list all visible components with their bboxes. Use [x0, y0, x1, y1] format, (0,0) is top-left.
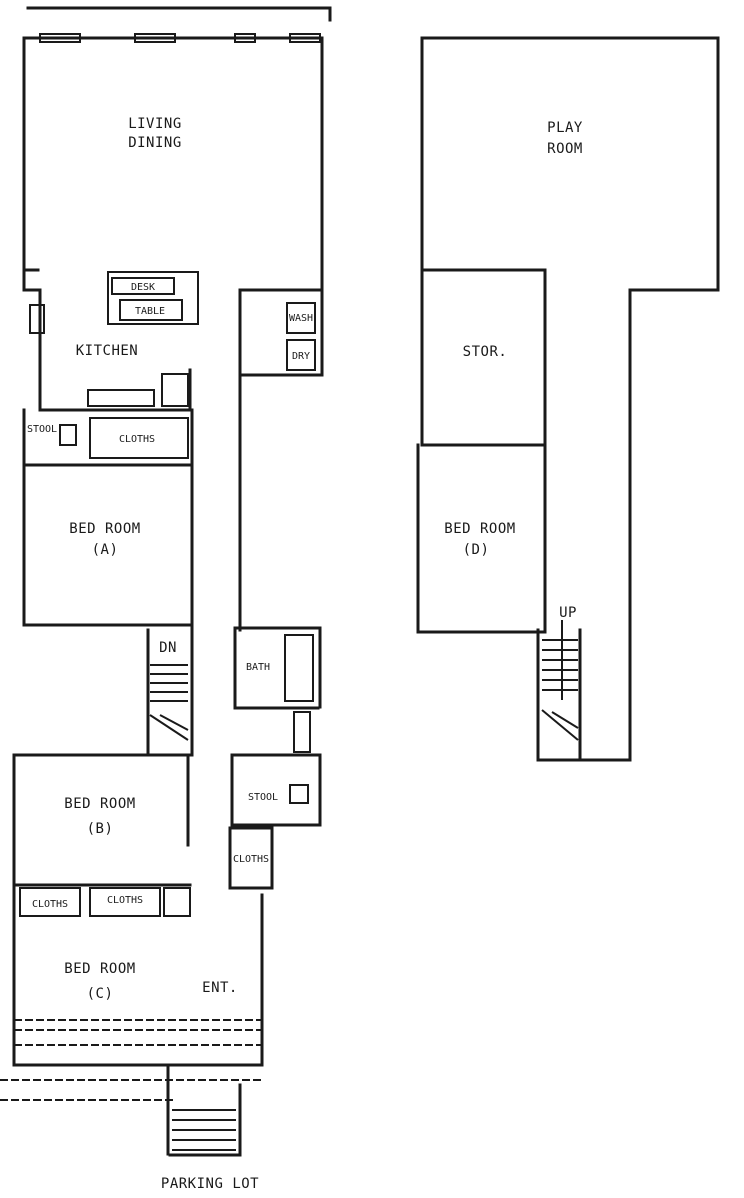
table-outline — [107, 271, 199, 325]
up-label: UP — [559, 605, 577, 621]
table-label: TABLE — [135, 306, 165, 317]
bedroom-a-label-1: BED ROOM — [69, 521, 140, 537]
window-3 — [234, 33, 256, 43]
desk-label: DESK — [131, 282, 155, 293]
kitchen-counter — [87, 389, 155, 407]
bedroom-d-label-2: (D) — [463, 542, 490, 558]
bedroom-a-label-2: (A) — [92, 542, 119, 558]
lower-level-plan — [0, 6, 332, 1157]
bedroom-b-walls — [12, 753, 190, 847]
bath-room — [233, 626, 322, 710]
window-2 — [134, 33, 176, 43]
wash-label: WASH — [289, 313, 313, 324]
kitchen-label: KITCHEN — [76, 343, 139, 359]
living-label-2: DINING — [128, 135, 182, 151]
cloths-top-label: CLOTHS — [119, 434, 155, 445]
bedroom-c-label-2: (C) — [87, 986, 114, 1002]
cloths-center-closet — [89, 887, 161, 917]
cloths-center-label: CLOTHS — [107, 895, 143, 906]
parking-lot-label: PARKING LOT — [161, 1176, 259, 1192]
bedroom-b-label-2: (B) — [87, 821, 114, 837]
kitchen-sink — [29, 304, 45, 334]
bedroom-a-walls — [22, 463, 194, 627]
refrigerator — [161, 373, 189, 407]
window-1 — [39, 33, 81, 43]
play-room-walls — [420, 36, 720, 762]
stool-mid-toilet — [289, 784, 309, 804]
outer-wall-top — [26, 6, 332, 22]
upper-level-plan — [416, 36, 720, 762]
cloths-left-closet — [19, 887, 81, 917]
entry-stairs-treads — [172, 1109, 236, 1151]
living-right-wall — [238, 36, 324, 377]
washer — [286, 302, 316, 334]
stool-room — [230, 753, 322, 827]
bedroom-b-label-1: BED ROOM — [64, 796, 135, 812]
bedroom-d-walls — [416, 443, 547, 634]
upper-stairs-treads — [541, 639, 579, 741]
play-room-label-2: ROOM — [547, 141, 583, 157]
cloths-right-closet — [163, 887, 191, 917]
entry-deck-lines — [0, 1019, 262, 1101]
cloths-left-label: CLOTHS — [32, 899, 68, 910]
living-room-walls — [22, 36, 40, 272]
bathtub — [284, 634, 314, 702]
bedroom-d-label-1: BED ROOM — [444, 521, 515, 537]
ent-label: ENT. — [202, 980, 238, 996]
cloths-mid-label: CLOTHS — [233, 854, 269, 865]
dryer — [286, 339, 316, 371]
living-label-1: LIVING — [128, 116, 182, 132]
stor-label: STOR. — [463, 344, 508, 360]
bath-label: BATH — [246, 662, 270, 673]
stairs-down-treads — [149, 664, 189, 741]
table-top — [119, 299, 183, 321]
kitchen-bottom-wall — [38, 368, 192, 412]
cloths-top-closet — [89, 417, 189, 459]
play-room-label-1: PLAY — [547, 120, 583, 136]
window-4 — [289, 33, 321, 43]
dry-label: DRY — [292, 351, 310, 362]
bedroom-c-label-1: BED ROOM — [64, 961, 135, 977]
entry-stairs-walls — [166, 1063, 242, 1157]
laundry-room — [238, 288, 324, 377]
dn-label: DN — [159, 640, 177, 656]
kitchen-left-wall — [22, 268, 42, 392]
desk-outline — [111, 277, 175, 295]
stool-top-label: STOOL — [27, 424, 57, 435]
bath-sink — [293, 711, 311, 753]
stool-mid-label: STOOL — [248, 792, 278, 803]
cloths-mid-closet — [228, 826, 274, 890]
stool-top-toilet — [59, 424, 77, 446]
